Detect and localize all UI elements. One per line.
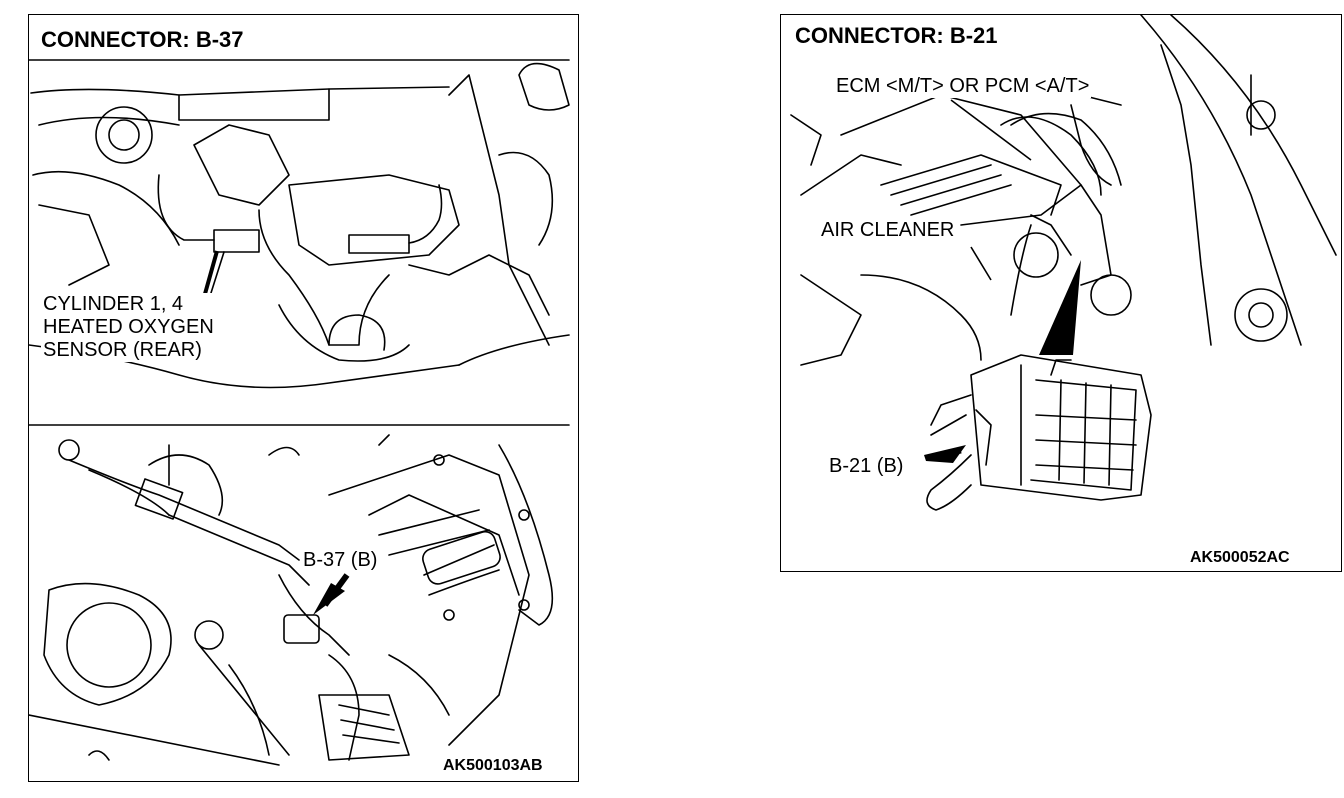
sensor-label-line: HEATED OXYGEN (43, 316, 214, 338)
sensor-label-line: SENSOR (REAR) (43, 339, 202, 361)
figure-code: AK500052AC (1188, 549, 1292, 567)
connector-label: B-37 (B) (301, 549, 380, 572)
engine-bay-drawing (790, 15, 1337, 511)
panel-title: CONNECTOR: B-21 (793, 23, 1000, 49)
sensor-label-line: CYLINDER 1, 4 (43, 293, 184, 315)
figure-code: AK500103AB (441, 757, 545, 775)
panel-title: CONNECTOR: B-37 (39, 27, 246, 53)
connector-arrow-icon (201, 250, 350, 615)
air-cleaner-label: AIR CLEANER (819, 219, 957, 242)
connector-b21-panel: CONNECTOR: B-21 ECM <M/T> OR PCM <A/T> A… (780, 14, 1342, 572)
sensor-label: CYLINDER 1, 4 HEATED OXYGEN SENSOR (REAR… (41, 293, 216, 362)
pointer-arrows-icon (924, 99, 1081, 463)
connector-b37-panel: CONNECTOR: B-37 CYLINDER 1, 4 HEATED OXY… (28, 14, 579, 782)
connector-label: B-21 (B) (827, 455, 906, 478)
module-label: ECM <M/T> OR PCM <A/T> (834, 75, 1092, 98)
